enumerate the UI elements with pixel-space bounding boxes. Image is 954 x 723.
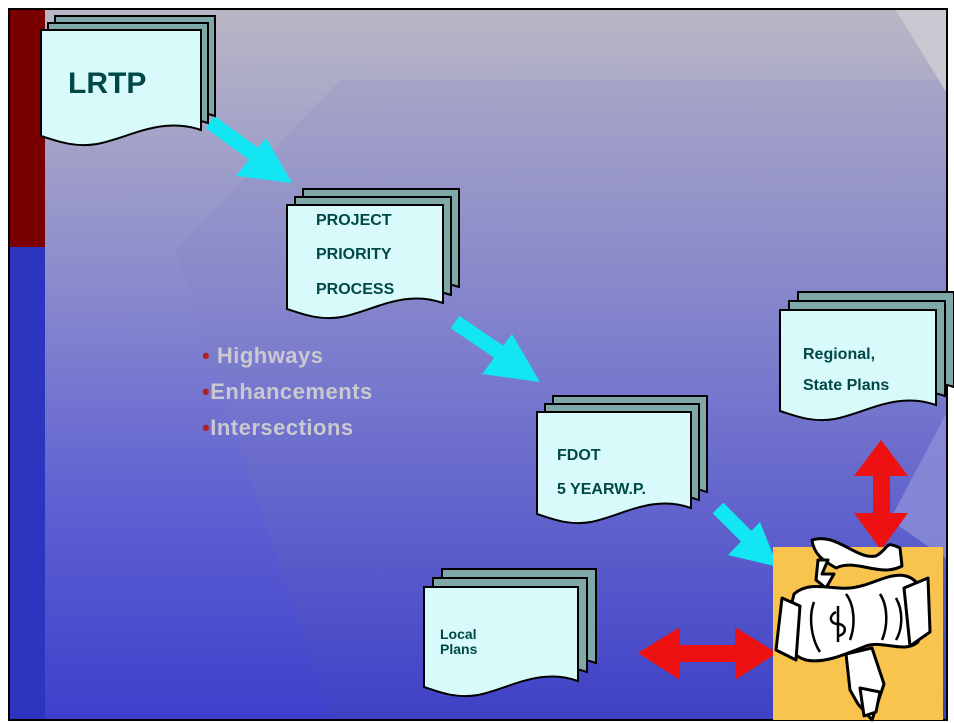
doc-stack-priority <box>286 188 460 319</box>
doc-stack-local <box>423 568 597 697</box>
background-ridge-right <box>890 410 948 560</box>
bullet-text-enhancements: Enhancements <box>210 379 373 404</box>
document-front-page <box>40 29 202 146</box>
red-side-bar <box>9 9 45 247</box>
bullet-marker: • <box>202 379 211 404</box>
bullet-text-highways: Highways <box>210 343 324 368</box>
regional-label-line-1: Regional, <box>803 346 875 363</box>
lrtp-label: LRTP <box>68 67 146 100</box>
double-arrow-regional-funding <box>854 440 908 550</box>
project-type-bullet-list: • Highways •Enhancements •Intersections <box>202 338 373 446</box>
document-front-page <box>423 586 579 697</box>
bullet-marker: • <box>202 343 211 368</box>
bullet-item: •Intersections <box>202 410 373 446</box>
arrow-priority-to-fdot <box>450 315 540 382</box>
doc-stack-regional <box>779 291 954 421</box>
background-corner-top-right <box>895 9 948 95</box>
local-label-line-1: Local <box>440 626 477 642</box>
priority-label-line-1: PROJECT <box>316 212 392 229</box>
document-front-page <box>536 411 692 524</box>
doc-stack-lrtp <box>40 15 216 146</box>
priority-label-line-3: PROCESS <box>316 281 395 298</box>
arrow-fdot-to-funding <box>712 502 778 567</box>
bullet-text-intersections: Intersections <box>210 415 354 440</box>
double-arrow-local-funding <box>638 627 777 680</box>
fdot-label-line-1: FDOT <box>557 447 601 464</box>
document-front-page <box>286 204 444 319</box>
document-front-page <box>779 309 937 421</box>
doc-stack-fdot <box>536 395 708 524</box>
money-bag-with-wings-icon <box>773 537 943 722</box>
fdot-label-line-2: 5 YEARW.P. <box>557 481 646 498</box>
regional-label-line-2: State Plans <box>803 377 889 394</box>
blue-side-bar <box>9 247 45 720</box>
priority-label-line-2: PRIORITY <box>316 246 392 263</box>
bullet-marker: • <box>202 415 211 440</box>
arrow-lrtp-to-priority <box>205 115 292 183</box>
local-label-line-2: Plans <box>440 641 478 657</box>
bullet-item: • Highways <box>202 338 373 374</box>
bullet-item: •Enhancements <box>202 374 373 410</box>
